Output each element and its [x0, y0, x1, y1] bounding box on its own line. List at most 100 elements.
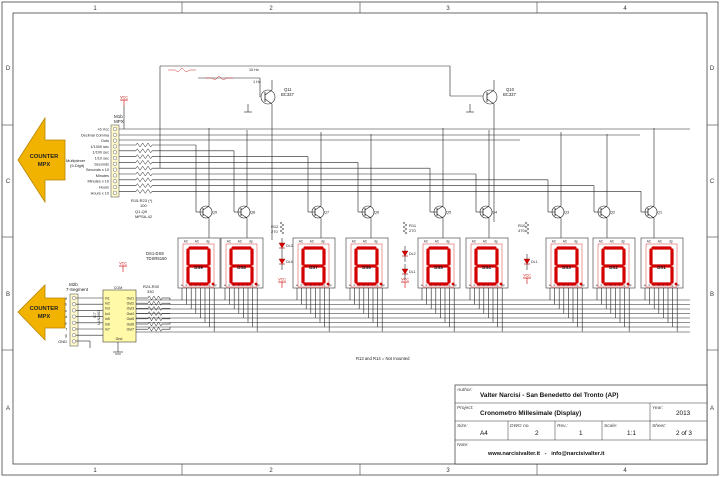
resistor-r24-r30 — [147, 305, 163, 311]
display-pin-label: a — [549, 283, 551, 287]
resistor-r24-r30 — [147, 300, 163, 306]
transistor-label: Q1 — [657, 211, 662, 215]
display-pin-label: f — [319, 283, 320, 287]
ds-label: DS1-DS9 — [146, 251, 164, 256]
resistor-r15-r23 — [135, 177, 153, 183]
multiplexer-sublabel: (9-Digit) — [70, 163, 85, 168]
transistor-emitter — [202, 213, 210, 219]
display-pin-label: g — [624, 283, 626, 287]
display-top-pin: AC — [227, 240, 232, 244]
display-pin-label: a — [224, 283, 226, 287]
col-label-top: 3 — [446, 6, 450, 12]
m2b-pin-label: b — [65, 302, 68, 307]
display-top-pin: AC — [238, 240, 243, 244]
transistor-collector — [554, 205, 562, 211]
resistor-r15-r23 — [135, 154, 153, 160]
display-pin-label: f — [572, 283, 573, 287]
display-top-pin: dp — [249, 240, 253, 244]
multiplexer-label: Multiplexer — [66, 158, 86, 163]
display-pin-label: dp — [581, 283, 585, 287]
project-label: Project: — [457, 405, 474, 411]
display-top-pin: AC — [563, 240, 568, 244]
row-label-right: B — [710, 292, 714, 298]
display-pin-label: dp — [453, 283, 457, 287]
display-pin-label: a — [296, 283, 298, 287]
display-ref: DS3 — [562, 265, 571, 270]
ic-input-label: In4 — [105, 312, 110, 316]
row-label-right: D — [710, 66, 715, 72]
display-pin-label: e — [314, 283, 316, 287]
m1b-pin — [112, 173, 117, 178]
display-pin-label: e — [662, 283, 664, 287]
note-label: Note: — [457, 442, 469, 448]
display-pin-label: b — [229, 283, 231, 287]
display-ref: DS8 — [237, 265, 246, 270]
resistor-r24-r30 — [147, 316, 163, 322]
display-top-pin: AC — [299, 240, 304, 244]
display-top-pin: AC — [552, 240, 557, 244]
r10-value: 470 — [518, 228, 525, 233]
resistor-r10 — [524, 221, 530, 235]
display-pin-label: dp — [676, 283, 680, 287]
m1b-subtitle: MPX — [114, 119, 124, 124]
counter-mpx-arrow-bottom: COUNTER MPX — [17, 284, 66, 341]
size-value: A4 — [480, 430, 488, 437]
row-label-left: B — [6, 292, 10, 298]
size-label: Size: — [457, 423, 468, 429]
transistor: Q2 — [594, 205, 615, 219]
display-pin-label: g — [252, 283, 254, 287]
display-pin-label: e — [242, 283, 244, 287]
m1b-pin-label: Hours — [99, 186, 109, 190]
year-label: Year: — [652, 405, 664, 411]
display-pin-label: c — [358, 283, 360, 287]
m1b-pin-label: Minutes — [96, 174, 109, 178]
led-triangle — [401, 250, 409, 257]
display-pin-label: e — [439, 283, 441, 287]
transistor-label: Q9 — [212, 211, 217, 215]
m1b-pin-label: 1/1000 sec — [90, 145, 109, 149]
sheet-value: 2 of 3 — [676, 430, 692, 437]
r11-label: R11 — [409, 223, 417, 228]
project-value: Cronometro Millesimale (Display) — [480, 410, 581, 417]
display-pin-label: d — [363, 283, 365, 287]
m2b-pin-label: f — [66, 327, 68, 332]
led: DL2 — [401, 250, 416, 257]
display-pin-label: d — [310, 283, 312, 287]
display-top-pin: dp — [621, 240, 625, 244]
resistor-r24-r30 — [147, 311, 163, 317]
transistor-label: Q2 — [610, 211, 615, 215]
m1b-pin-label: Seconds — [94, 162, 109, 166]
m1b-pin-label: Seconds x 10 — [86, 168, 109, 172]
display-pin-label: b — [426, 283, 428, 287]
decimal-point — [451, 282, 455, 286]
display-top-pin: AC — [424, 240, 429, 244]
rev-label: Rev.: — [557, 423, 569, 429]
transistor-label: Q8 — [250, 211, 255, 215]
display-pin-label: d — [658, 283, 660, 287]
transistor-collector — [647, 205, 655, 211]
display-pin-label: e — [567, 283, 569, 287]
q10-part: BC337 — [503, 92, 516, 97]
mounting-note: R13 and R14 = Not mounted — [356, 356, 410, 361]
display-ref: DS7 — [309, 265, 318, 270]
led: DL4 — [278, 258, 293, 265]
display-pin-label: e — [614, 283, 616, 287]
display-pin-label: f — [372, 283, 373, 287]
vcc-label: VCC — [401, 278, 409, 282]
m1b-pin — [112, 161, 117, 166]
m1b-pin — [112, 184, 117, 189]
vcc-symbol: VCC — [523, 274, 531, 284]
m2b-pin — [71, 333, 76, 338]
display-ref: DS1 — [657, 265, 666, 270]
m1b-pin-label: Hours x 10 — [91, 191, 109, 195]
transistor-emitter — [436, 213, 444, 219]
display-pin-label: g — [672, 283, 674, 287]
ic-input-label: In6 — [105, 322, 110, 326]
display-top-pin: AC — [610, 240, 615, 244]
transistor-emitter — [482, 213, 490, 219]
display-pin-label: f — [492, 283, 493, 287]
